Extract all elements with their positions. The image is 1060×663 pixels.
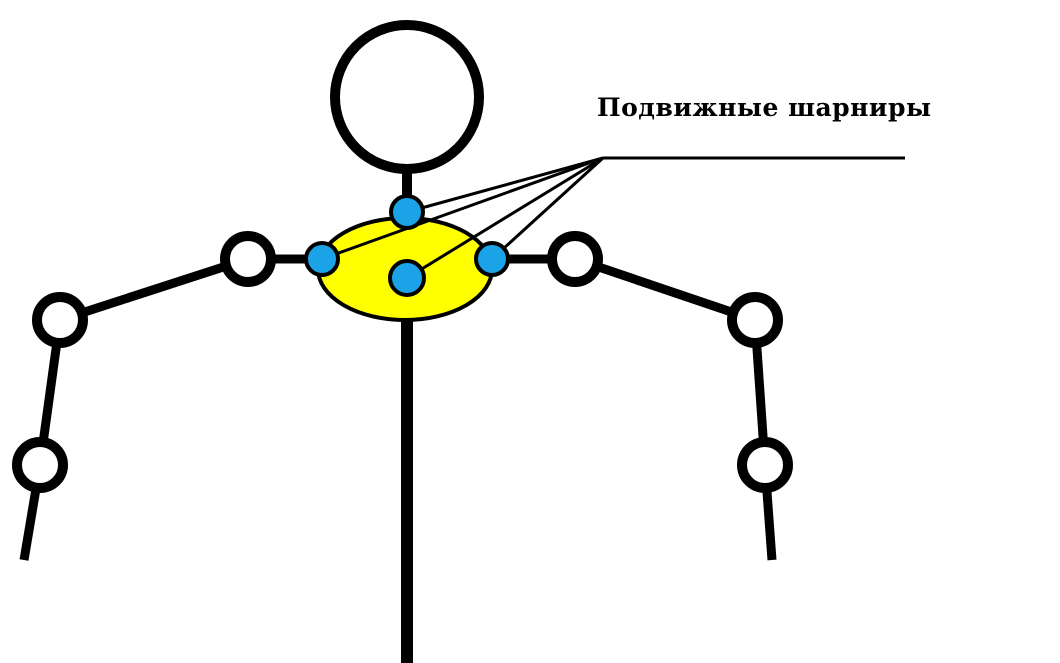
left-shoulder-joint [225, 236, 271, 282]
right-shoulder-joint [552, 236, 598, 282]
left-elbow-joint [37, 297, 83, 343]
movable-joint-left [306, 243, 338, 275]
movable-joints-label: Подвижные шарниры [597, 93, 932, 122]
right-wrist-joint [742, 442, 788, 488]
movable-joint-right [476, 243, 508, 275]
movable-joint-neck [391, 196, 423, 228]
head [335, 25, 479, 169]
left-wrist-joint [17, 442, 63, 488]
left-upper-arm [60, 259, 248, 320]
right-upper-arm [575, 259, 755, 320]
right-elbow-joint [732, 297, 778, 343]
movable-joint-center [390, 261, 424, 295]
